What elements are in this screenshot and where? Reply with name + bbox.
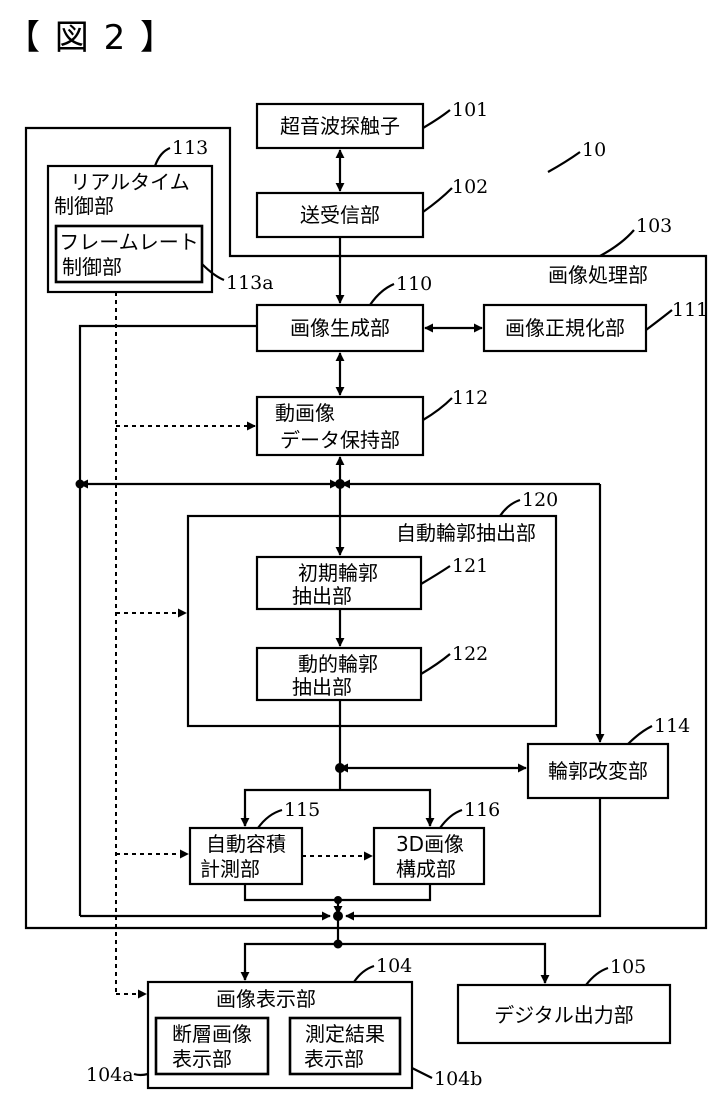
contour-modify-label: 輪郭改変部 [548, 759, 648, 783]
image-processing-label: 画像処理部 [548, 263, 648, 287]
3d-image-label-2: 構成部 [396, 857, 456, 881]
leader-111 [646, 310, 672, 330]
initial-contour-label-2: 抽出部 [292, 584, 352, 608]
tomo-display-label-2: 表示部 [172, 1047, 232, 1071]
leader-113 [155, 148, 170, 166]
result-display-label-2: 表示部 [304, 1047, 364, 1071]
junction-dot-output [334, 940, 343, 949]
ref-105: 105 [610, 956, 646, 978]
junction-dot-merge [334, 896, 342, 904]
ref-110: 110 [396, 273, 432, 295]
digital-output-label: デジタル出力部 [494, 1003, 634, 1027]
leader-110 [370, 284, 394, 305]
leader-10 [548, 152, 580, 172]
framerate-label-1: フレームレート [59, 230, 198, 254]
auto-contour-label: 自動輪郭抽出部 [396, 521, 536, 545]
tomo-display-label-1: 断層画像 [172, 1022, 252, 1046]
ref-102: 102 [452, 176, 488, 198]
auto-volume-label-1: 自動容積 [206, 832, 286, 856]
auto-volume-label-2: 計測部 [200, 857, 260, 881]
junction-dot-lower [333, 911, 343, 921]
leader-116 [440, 810, 462, 828]
leader-104 [354, 966, 374, 982]
leader-112 [423, 398, 452, 420]
image-normalization-label: 画像正規化部 [505, 316, 625, 340]
ref-114: 114 [654, 715, 690, 737]
leader-104a [134, 1074, 148, 1075]
ref-116: 116 [464, 799, 500, 821]
dynamic-contour-label-1: 動的輪郭 [298, 652, 378, 676]
dynamic-contour-label-2: 抽出部 [292, 675, 352, 699]
image-generation-label: 画像生成部 [290, 316, 390, 340]
3d-image-label-1: 3D画像 [396, 832, 464, 856]
video-hold-label-1: 動画像 [275, 401, 335, 425]
leader-115 [258, 810, 282, 828]
ref-115: 115 [284, 799, 320, 821]
framerate-label-2: 制御部 [62, 255, 122, 279]
ref-113: 113 [172, 137, 208, 159]
ref-103: 103 [636, 215, 672, 237]
junction-dot-left [76, 480, 85, 489]
image-display-label: 画像表示部 [216, 987, 316, 1011]
ref-120: 120 [522, 489, 558, 511]
realtime-label-1: リアルタイム [70, 170, 189, 194]
leader-120 [500, 500, 520, 516]
ref-104: 104 [376, 955, 412, 977]
ref-113a: 113a [226, 272, 274, 294]
leader-101 [423, 110, 450, 128]
initial-contour-label-1: 初期輪郭 [298, 561, 378, 585]
leader-104b [412, 1068, 432, 1078]
ref-111: 111 [672, 299, 708, 321]
ref-104b: 104b [434, 1068, 482, 1090]
probe-label: 超音波探触子 [280, 114, 400, 138]
junction-dot-middle [335, 763, 345, 773]
ref-112: 112 [452, 387, 488, 409]
leader-105 [586, 968, 608, 985]
ref-121: 121 [452, 555, 488, 577]
junction-dot-upper [335, 479, 345, 489]
result-display-label-1: 測定結果 [305, 1022, 385, 1046]
ref-10: 10 [582, 139, 606, 161]
leader-114 [628, 726, 652, 744]
realtime-label-2: 制御部 [54, 194, 114, 218]
ref-104a: 104a [86, 1064, 134, 1086]
transceiver-label: 送受信部 [300, 203, 380, 227]
leader-103 [600, 230, 634, 256]
video-hold-label-2: データ保持部 [280, 428, 400, 452]
ref-101: 101 [452, 99, 488, 121]
split-branch-line [245, 790, 430, 826]
ref-122: 122 [452, 643, 488, 665]
leader-102 [423, 188, 452, 212]
